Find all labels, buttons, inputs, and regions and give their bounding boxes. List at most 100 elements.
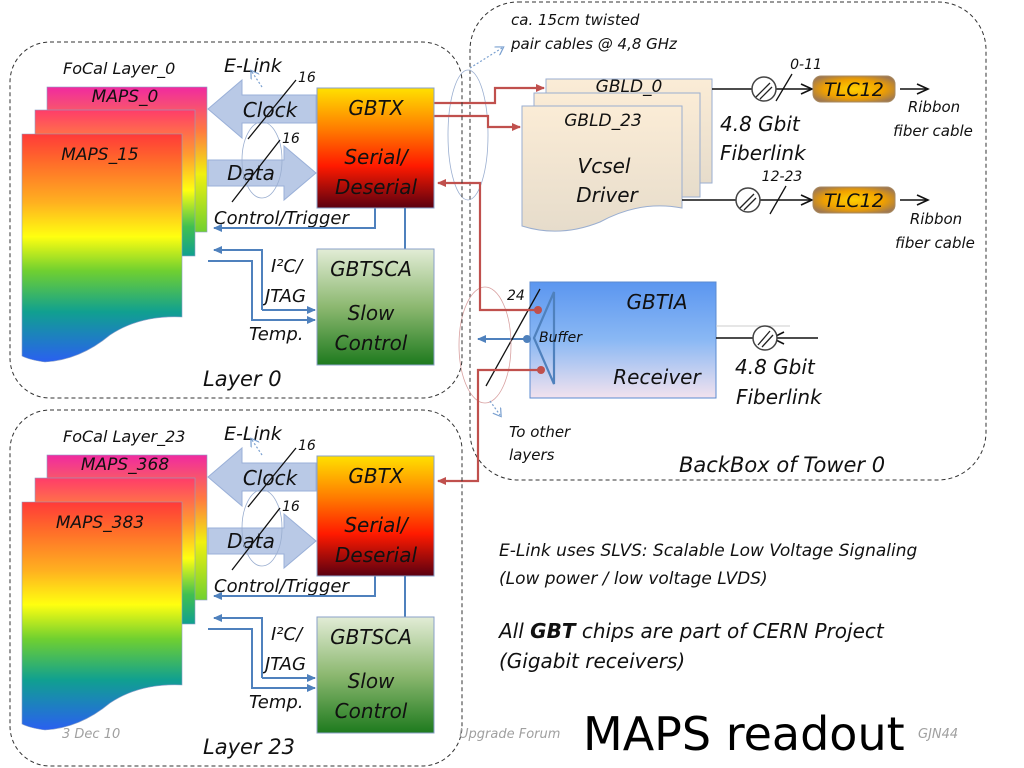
bus-slash-bottom [769,185,787,215]
note-gbt-line2: (Gigabit receivers) [499,649,685,673]
tlc-bottom-label: TLC12 [824,190,884,212]
clock-width-label: 16 [298,70,316,86]
maps-first-label: MAPS_0 [92,87,159,107]
bus-slash-data [231,139,281,203]
elink-label: E-Link [224,423,283,445]
gbtx-to-gbld23-link [434,114,521,131]
note-gbt-bold: GBT [530,619,577,643]
gbtx-line1: Serial/ [344,513,410,537]
gbtx-label: GBTX [348,96,404,120]
tlc-top-label: TLC12 [824,79,884,101]
data-arrow [207,144,317,202]
gbtsca-line1: Slow [348,301,395,325]
control-trigger-link [213,576,376,600]
temp-label: Temp. [249,692,304,713]
red-links [434,84,545,485]
range-top-label: 0-11 [790,57,822,73]
data-width-label: 16 [282,499,300,515]
i2c-label: I²C/ [271,624,304,645]
bus-slash-clock [247,447,297,508]
optical-receiver-icon [752,325,778,351]
ribbon-bottom-line1: Ribbon [910,210,962,228]
buffer-triangle-icon [532,291,556,385]
i2c-link-to-maps [213,614,263,678]
elink-label: E-Link [224,55,283,77]
twisted-pair-label-line1: ca. 15cm twisted [511,11,640,29]
receiver-label: Receiver [613,365,702,389]
data-arrow [207,512,317,570]
focal-layer-label: FoCal Layer_0 [63,59,175,79]
vcsel-label-line1: Vcsel [578,154,631,178]
gbtsca-block [316,616,435,734]
data-label: Data [227,161,275,185]
clock-label: Clock [243,466,299,490]
maps-last-label: MAPS_383 [56,513,144,533]
data-label: Data [227,529,275,553]
fiber-in-label-line1: 4.8 Gbit [735,355,816,379]
buffer-width-label: 24 [507,288,525,304]
maps-card-front [21,501,183,731]
temp-label: Temp. [249,324,304,345]
notes: E-Link uses SLVS: Scalable Low Voltage S… [497,541,917,673]
ribbon-top-line1: Ribbon [908,98,960,116]
focal-layer-label: FoCal Layer_23 [63,427,185,447]
layer-23-group: FoCal Layer_23MAPS_368MAPS_383E-LinkCloc… [9,409,463,767]
note-elink-line2: (Low power / low voltage LVDS) [499,569,768,589]
layer-0-group: FoCal Layer_0MAPS_0MAPS_15E-LinkClockDat… [9,41,463,399]
range-bottom-label: 12-23 [762,169,803,185]
twisted-pair-pointer-icon [469,48,502,69]
twisted-pair-label-line2: pair cables @ 4,8 GHz [510,35,678,53]
vcsel-label-line2: Driver [576,183,639,207]
layer-frame [9,409,463,767]
optical-transmitter-top-icon [751,76,777,102]
layer-caption: Layer 23 [203,735,295,759]
temp-link-to-gbtsca [208,260,316,324]
note-gbt-prefix: All [497,619,530,643]
i2c-link-to-maps [213,246,263,310]
backbox-frame [469,1,987,481]
maps-card-front [21,133,183,363]
data-width-label: 16 [282,131,300,147]
gbtsca-line1: Slow [348,669,395,693]
note-gbt-line1: All GBT chips are part of CERN Project [497,619,885,643]
i2c-label: I²C/ [271,256,304,277]
buffer-bundle-ellipse [458,286,512,404]
backbox-group: ca. 15cm twisted pair cables @ 4,8 GHz G… [447,1,987,481]
fiber-out-label-line2: Fiberlink [720,141,807,165]
backbox-caption: BackBox of Tower 0 [679,453,885,477]
buffer-label: Buffer [539,330,583,346]
gbtsca-label: GBTSCA [330,257,412,281]
bus-slash-data [231,507,281,571]
footer-event: Upgrade Forum [459,727,560,742]
clock-label: Clock [243,98,299,122]
gbld-last-label: GBLD_23 [564,111,642,131]
gbtx-line1: Serial/ [344,145,410,169]
ribbon-bottom-line2: fiber cable [895,234,975,252]
layer-caption: Layer 0 [203,367,282,391]
optical-transmitter-bottom-icon [735,187,761,213]
gbld-card-front [521,105,683,232]
clock-arrow [207,446,317,508]
clock-width-label: 16 [298,438,316,454]
fiber-in-label-line2: Fiberlink [736,385,823,409]
ribbon-top-line2: fiber cable [893,122,973,140]
gbtsca-block [316,248,435,366]
gbtia-label: GBTIA [626,290,687,314]
jtag-label: JTAG [262,654,306,675]
to-other-layers-line1: To other [509,423,571,441]
gbtx-line2: Deserial [335,175,417,199]
gbtx-block [316,455,435,577]
footer-page-id: GJN44 [918,727,958,742]
elink-pointer-icon [252,440,263,456]
gbtx-to-gbld0-link [434,84,545,105]
tlc-top-connector [812,75,896,103]
gbtx-label: GBTX [348,464,404,488]
control-trigger-label: Control/Trigger [214,576,350,597]
bus-slash-clock [247,79,297,140]
gbtx-line2: Deserial [335,543,417,567]
fiber-out-label-line1: 4.8 Gbit [720,112,801,136]
note-elink-line1: E-Link uses SLVS: Scalable Low Voltage S… [499,541,917,561]
layer-frame [9,41,463,399]
gbtsca-label: GBTSCA [330,625,412,649]
